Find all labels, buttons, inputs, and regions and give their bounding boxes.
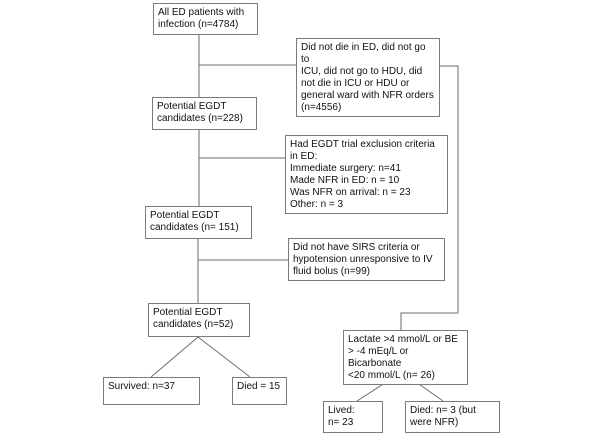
- node-no-sirs-criteria: Did not have SIRS criteria or hypotensio…: [288, 238, 445, 281]
- node-all-ed-patients: All ED patients with infection (n=4784): [153, 3, 258, 35]
- node-exclusion-criteria: Had EGDT trial exclusion criteria in ED:…: [285, 135, 448, 214]
- node-lactate-criteria: Lactate >4 mmol/L or BE > -4 mEq/L or Bi…: [343, 330, 468, 385]
- node-died-3-nfr: Died: n= 3 (but were NFR): [405, 401, 500, 433]
- connector-egdt52-survived: [150, 336, 199, 378]
- node-egdt-candidates-151: Potential EGDT candidates (n= 151): [145, 206, 252, 239]
- node-egdt-candidates-228: Potential EGDT candidates (n=228): [152, 97, 257, 130]
- connector-no-death-to-lactate: [400, 65, 459, 330]
- node-did-not-die: Did not die in ED, did not go to ICU, di…: [296, 38, 440, 117]
- node-lived-23: Lived: n= 23: [323, 401, 383, 433]
- node-egdt-candidates-52: Potential EGDT candidates (n=52): [148, 303, 250, 337]
- node-survived: Survived: n=37: [103, 377, 200, 405]
- node-died-15: Died = 15: [232, 377, 287, 405]
- connector-egdt52-died: [197, 336, 251, 378]
